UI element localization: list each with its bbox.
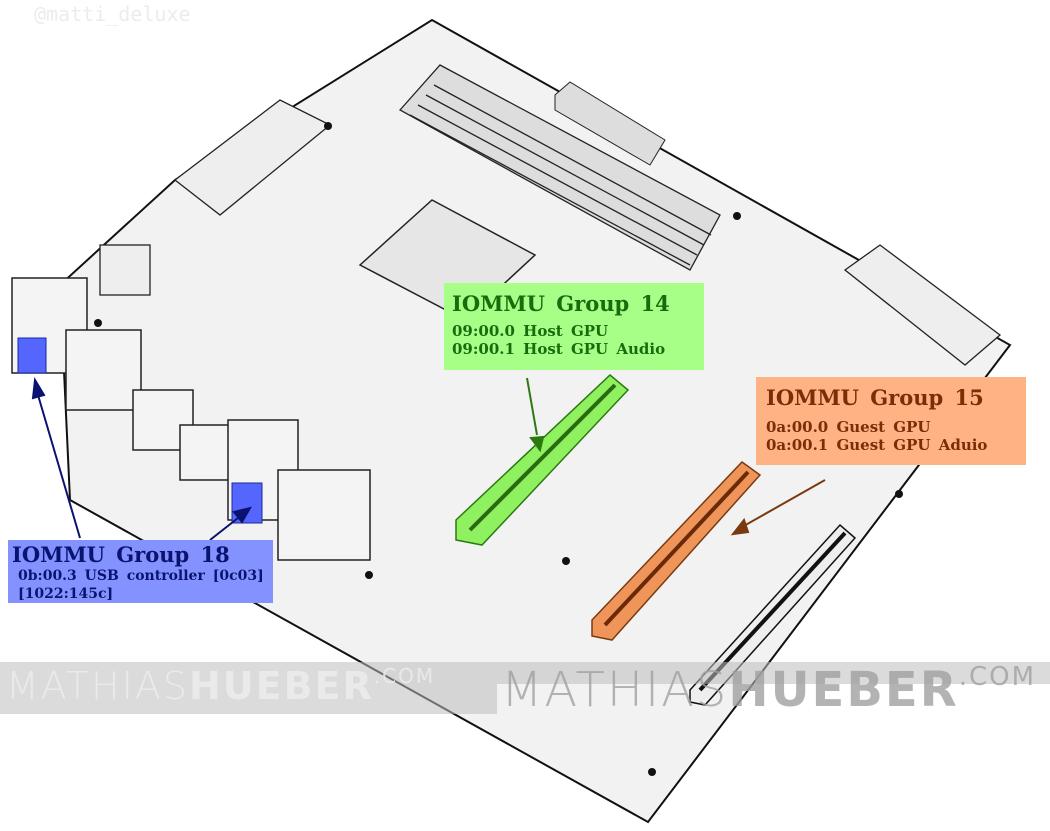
watermark-band-right: MATHIASHUEBER.COM <box>497 662 1050 718</box>
device-line: 0b:00.3 USB controller [0c03] <box>18 568 264 584</box>
arrow-group-18 <box>31 376 253 541</box>
device-line: 09:00.1 Host GPU Audio <box>452 340 666 358</box>
group-title: IOMMU Group 15 <box>766 385 984 410</box>
usb-port-highlight <box>231 482 263 524</box>
watermark-suffix: .COM <box>958 662 1037 692</box>
usb-port-highlight <box>17 337 47 374</box>
vrm-heatsinks <box>99 99 1002 366</box>
device-line: [1022:145c] <box>18 586 114 602</box>
watermark-light: MATHIAS <box>501 662 729 718</box>
watermark-light: MATHIAS <box>6 664 189 708</box>
iommu-group-18-label: IOMMU Group 18 0b:00.3 USB controller [0… <box>8 540 273 603</box>
atx-power-connector <box>554 81 666 166</box>
watermark-handle: @matti_deluxe <box>34 2 191 26</box>
iommu-group-15-label: IOMMU Group 15 0a:00.0 Guest GPU 0a:00.1… <box>756 377 1026 465</box>
watermark-site-text: MATHIASHUEBER.COM <box>6 664 435 708</box>
iommu-group-14-label: IOMMU Group 14 09:00.0 Host GPU 09:00.1 … <box>444 283 704 370</box>
watermark-site-text: MATHIASHUEBER.COM <box>501 662 1036 718</box>
watermark-bold: HUEBER <box>728 662 959 718</box>
arrow-group-15 <box>730 479 826 536</box>
watermark-bold: HUEBER <box>188 664 374 708</box>
group-title: IOMMU Group 18 <box>12 542 230 567</box>
pcie-slot-third <box>689 523 857 706</box>
watermark-band-left: MATHIASHUEBER.COM <box>0 662 497 714</box>
device-line: 0a:00.1 Guest GPU Aduio <box>766 436 988 454</box>
device-line: 09:00.0 Host GPU <box>452 322 609 340</box>
ram-slots <box>398 64 721 271</box>
arrow-group-14 <box>526 377 545 453</box>
device-line: 0a:00.0 Guest GPU <box>766 418 931 436</box>
group-title: IOMMU Group 14 <box>452 291 670 316</box>
watermark-suffix: .COM <box>373 664 436 688</box>
